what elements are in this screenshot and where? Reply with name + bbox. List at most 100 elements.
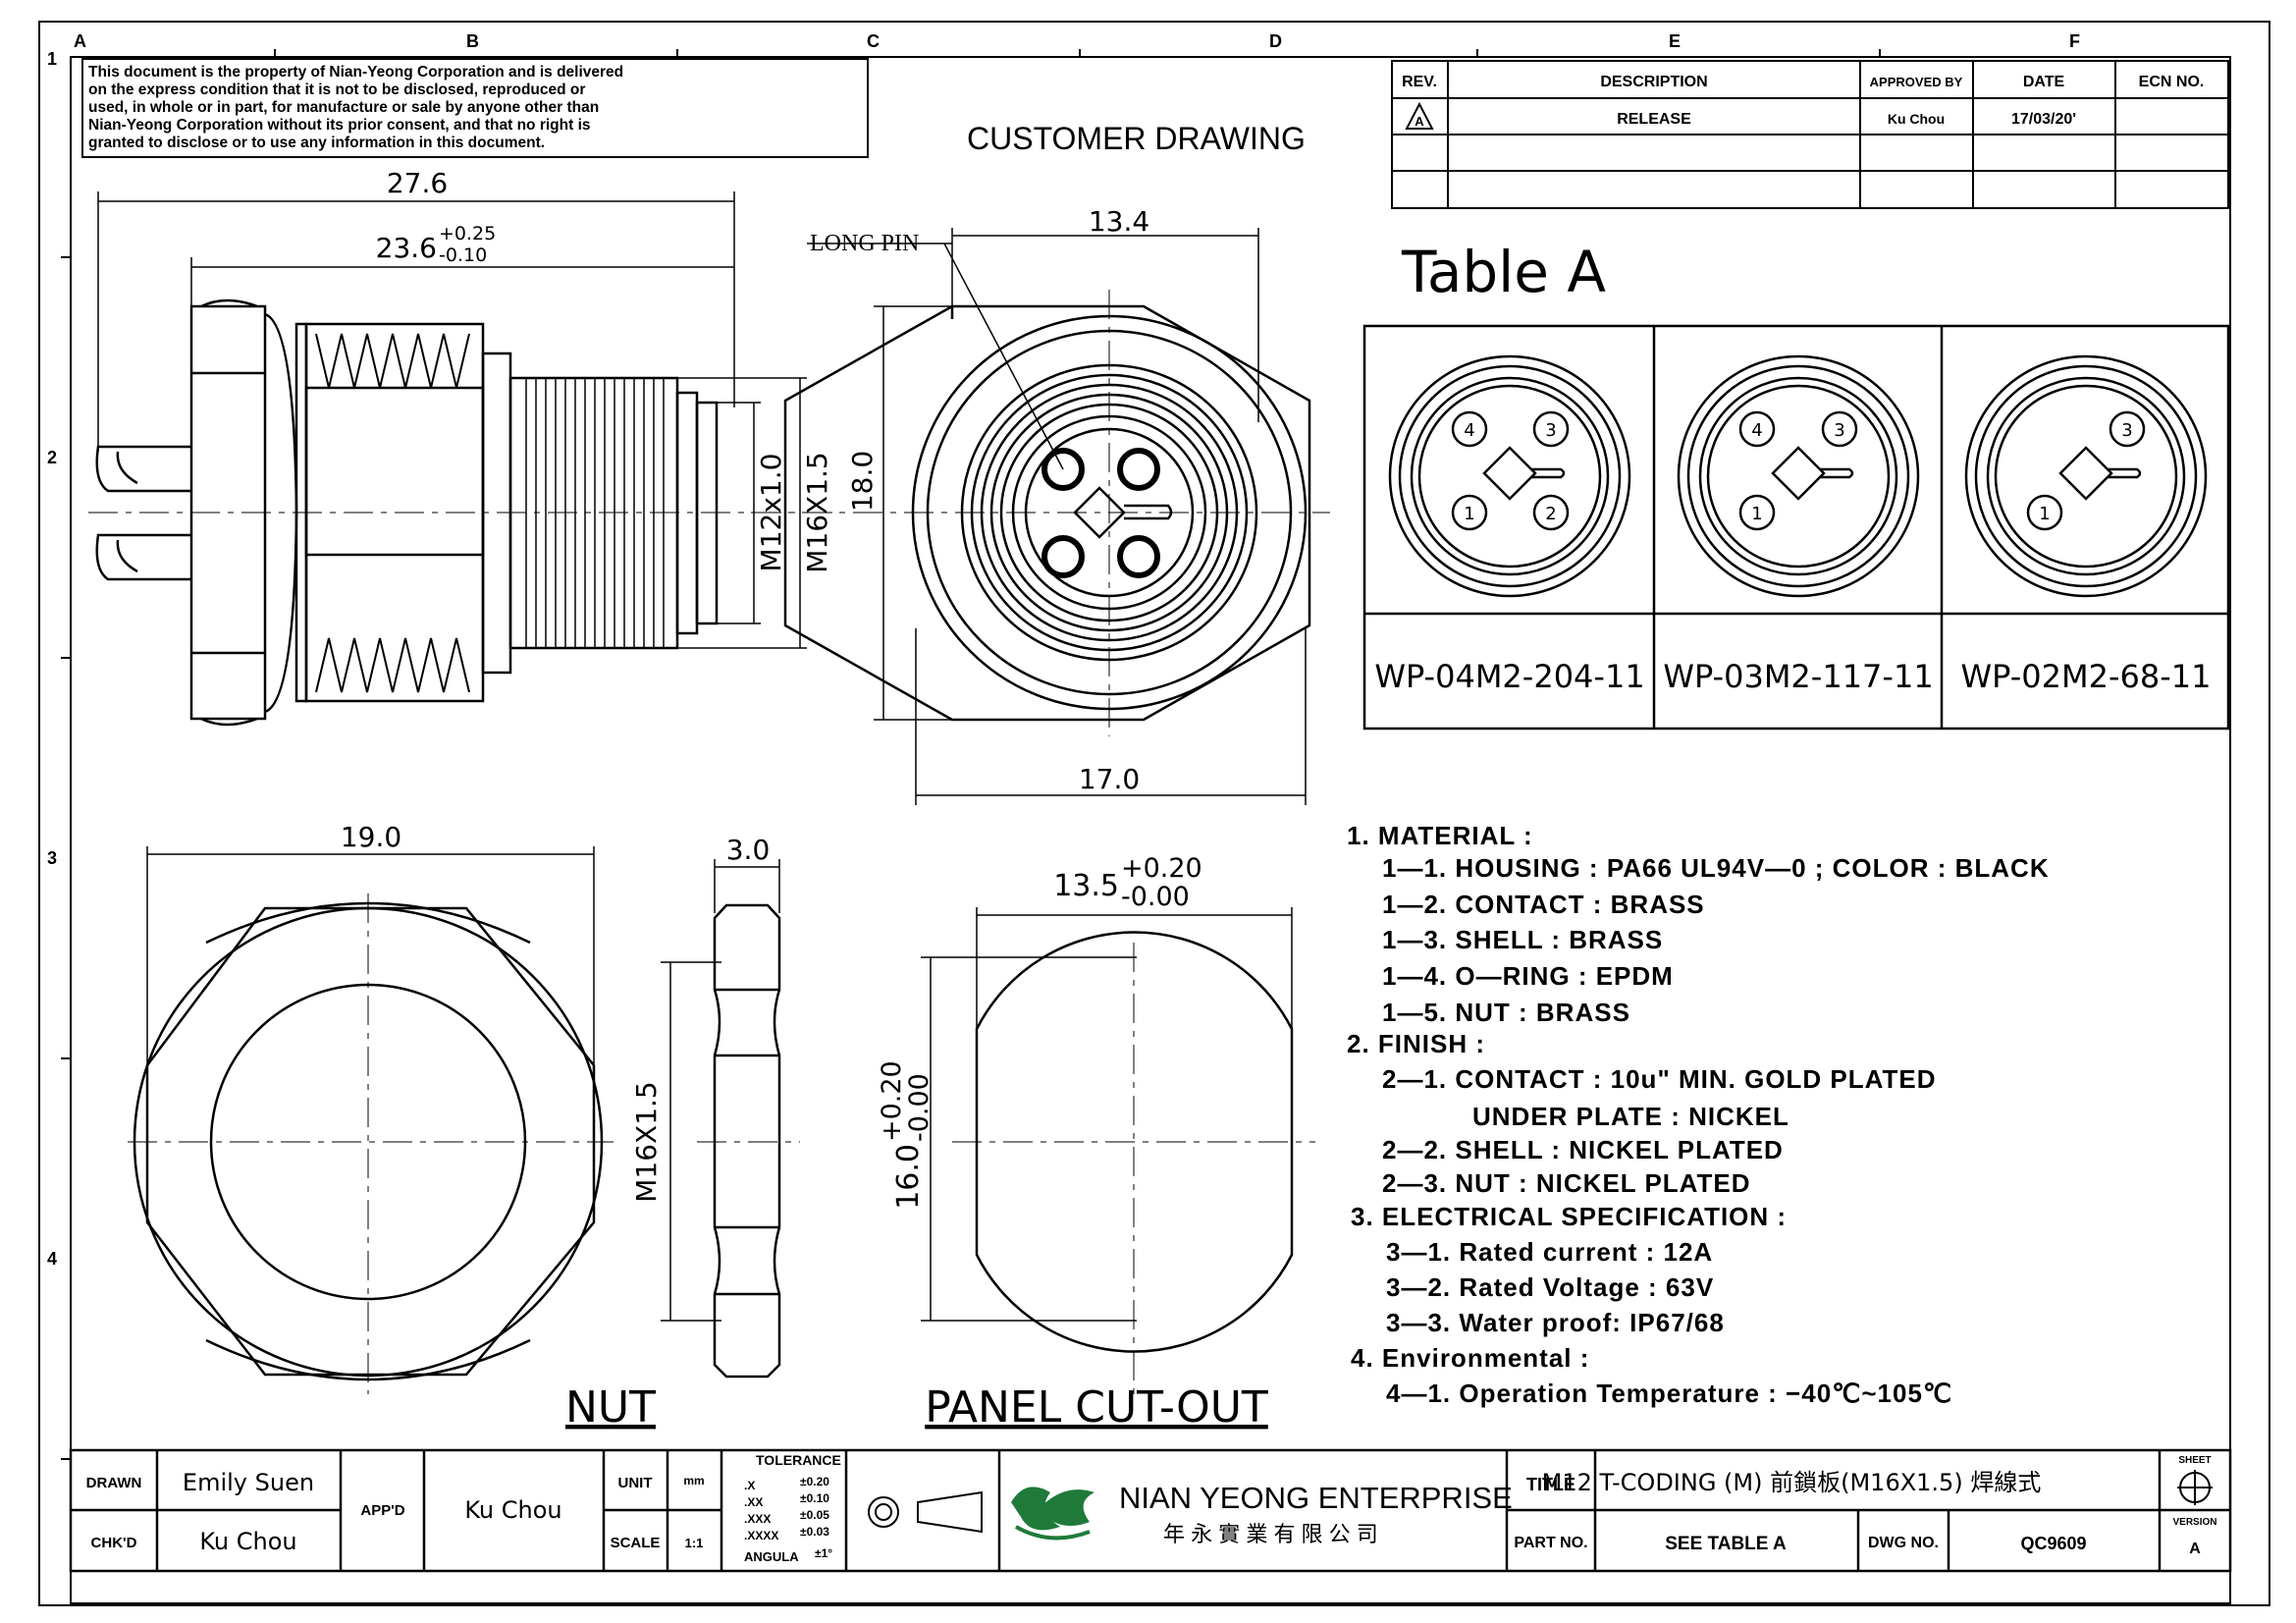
company-logo-icon — [1011, 1487, 1095, 1541]
pin-number: 4 — [1751, 420, 1762, 441]
rev-description: RELEASE — [1617, 111, 1691, 128]
spec-line: 2—1. CONTACT : 10u" MIN. GOLD PLATED — [1382, 1064, 1937, 1094]
notice-line: Nian-Yeong Corporation without its prior… — [88, 117, 591, 134]
face-view-dimension-lines — [807, 228, 1307, 805]
spec-line: 4—1. Operation Temperature : −40℃~105℃ — [1386, 1379, 1952, 1408]
zone-row-1: 1 — [47, 49, 57, 69]
notice-line: This document is the property of Nian-Ye… — [88, 64, 623, 81]
sheet-label: SHEET — [2178, 1455, 2211, 1466]
company-name: NIAN YEONG ENTERPRISE — [1119, 1481, 1513, 1515]
dim-face-diameter: 13.4 — [1089, 205, 1149, 238]
dim-cutout-width-tol-upper: +0.20 — [1121, 853, 1202, 884]
drawn-by: Emily Suen — [183, 1469, 314, 1496]
dim-overall-length: 27.6 — [387, 167, 448, 199]
outer-border — [38, 21, 2270, 1606]
rev-header-approved: APPROVED BY — [1870, 75, 1963, 89]
tolerance-key: .XXX — [744, 1512, 771, 1526]
specifications: 1. MATERIAL : 1—1. HOUSING : PA66 UL94V—… — [1347, 821, 2050, 1408]
spec-line: 1—1. HOUSING : PA66 UL94V—0 ; COLOR : BL… — [1382, 853, 2050, 883]
dim-cutout-height: 16.0 — [891, 1144, 926, 1210]
checked-label: CHK'D — [91, 1535, 137, 1551]
dim-thread-length-tol-upper: +0.25 — [439, 223, 496, 244]
panel-cutout-view — [952, 931, 1315, 1394]
zone-row-2: 2 — [47, 448, 57, 467]
spec-line: 3—3. Water proof: IP67/68 — [1386, 1308, 1725, 1337]
table-a-variant-1-pins: 1 2 3 4 — [1464, 420, 1556, 524]
zone-col-a: A — [74, 31, 86, 51]
table-a-variant-1 — [1388, 354, 1631, 598]
notice-box — [81, 58, 869, 158]
projection-symbol-icon — [868, 1490, 983, 1534]
pin-number: 3 — [1834, 420, 1844, 441]
table-a-variant-3 — [1964, 354, 2208, 598]
tolerance-key: .X — [744, 1479, 755, 1492]
long-pin-label: LONG PIN — [810, 231, 919, 256]
table-a-grid — [1362, 324, 2230, 730]
table-a-variant-2 — [1677, 354, 1920, 598]
scale-value: 1:1 — [685, 1536, 704, 1550]
dwg-no-value: QC9609 — [2020, 1534, 2086, 1553]
part-number-1: WP-04M2-204-11 — [1374, 658, 1644, 695]
dim-thread-length: 23.6 — [376, 232, 437, 264]
zone-rows: 1 2 3 4 — [47, 49, 57, 1269]
zone-col-d: D — [1269, 31, 1282, 51]
rev-date: 17/03/20' — [2011, 111, 2076, 128]
panel-cutout-dimension-lines — [921, 907, 1293, 1322]
dim-cutout-height-group: 16.0 +0.20 -0.00 — [877, 1060, 934, 1210]
panel-cutout-view-label: PANEL CUT-OUT — [925, 1382, 1268, 1433]
tolerance-value: ±0.20 — [800, 1475, 829, 1488]
zone-col-f: F — [2069, 31, 2080, 51]
angular-value: ±1° — [815, 1546, 832, 1560]
title-block-names: Emily Suen Ku Chou Ku Chou — [183, 1469, 562, 1555]
pin-number: 1 — [1464, 504, 1474, 524]
drawing-heading: CUSTOMER DRAWING — [967, 121, 1306, 156]
angular-label: ANGULA — [744, 1549, 799, 1564]
side-view-dimension-lines — [97, 191, 807, 649]
nut-side-dimension-lines — [661, 859, 780, 1322]
title-label: TITLE — [1526, 1475, 1575, 1494]
dim-cutout-height-tol-lower: -0.00 — [904, 1073, 934, 1142]
dim-cutout-height-tol-upper: +0.20 — [877, 1060, 907, 1142]
tolerance-value: ±0.03 — [800, 1525, 829, 1539]
rev-header-date: DATE — [2023, 74, 2065, 90]
spec-line: 2—3. NUT : NICKEL PLATED — [1382, 1168, 1751, 1198]
part-number-2: WP-03M2-117-11 — [1663, 658, 1933, 695]
spec-line: 3—1. Rated current : 12A — [1386, 1237, 1713, 1267]
drawn-label: DRAWN — [86, 1475, 142, 1491]
pin-number: 3 — [2121, 420, 2132, 441]
zone-ticks — [61, 49, 1881, 1460]
rev-header-rev: REV. — [1402, 74, 1437, 90]
zone-columns: A B C D E F — [74, 31, 2080, 51]
spec-line: 2. FINISH : — [1347, 1029, 1485, 1058]
unit-value: mm — [683, 1474, 704, 1488]
spec-line: 4. Environmental : — [1351, 1343, 1589, 1373]
tolerance-block: TOLERANCE .X ±0.20 .XX ±0.10 .XXX ±0.05 … — [744, 1452, 841, 1564]
revision-row: A RELEASE Ku Chou 17/03/20' — [1415, 111, 2076, 129]
spec-line: 1—3. SHELL : BRASS — [1382, 925, 1663, 954]
sheet-crosshair-icon — [2177, 1470, 2213, 1505]
nut-front-view — [128, 893, 614, 1394]
notice-text: This document is the property of Nian-Ye… — [88, 64, 623, 151]
version-label: VERSION — [2172, 1517, 2216, 1528]
spec-line: 1—5. NUT : BRASS — [1382, 998, 1630, 1027]
dim-nut-thickness: 3.0 — [726, 834, 771, 866]
spec-line: UNDER PLATE : NICKEL — [1472, 1102, 1789, 1131]
rev-header-description: DESCRIPTION — [1600, 74, 1707, 90]
dim-cutout-width-tol-lower: -0.00 — [1121, 882, 1190, 912]
part-number-3: WP-02M2-68-11 — [1961, 658, 2212, 695]
zone-col-b: B — [466, 31, 479, 51]
tolerance-value: ±0.10 — [800, 1491, 829, 1505]
tolerance-value: ±0.05 — [800, 1508, 829, 1522]
table-a-title: Table A — [1401, 239, 1606, 305]
spec-line: 1—2. CONTACT : BRASS — [1382, 890, 1705, 919]
part-no-label: PART NO. — [1514, 1535, 1587, 1551]
dim-nut-thread: M16X1.5 — [630, 1081, 663, 1203]
zone-row-4: 4 — [47, 1249, 57, 1269]
company-chinese-name: 年 永 實 業 有 限 公 司 — [1163, 1522, 1378, 1546]
pin-number: 1 — [1751, 504, 1762, 524]
pin-number: 1 — [2039, 504, 2050, 524]
rev-header-ecn: ECN NO. — [2139, 74, 2205, 90]
spec-line: 3—2. Rated Voltage : 63V — [1386, 1272, 1714, 1302]
notice-line: on the express condition that it is not … — [88, 81, 585, 98]
